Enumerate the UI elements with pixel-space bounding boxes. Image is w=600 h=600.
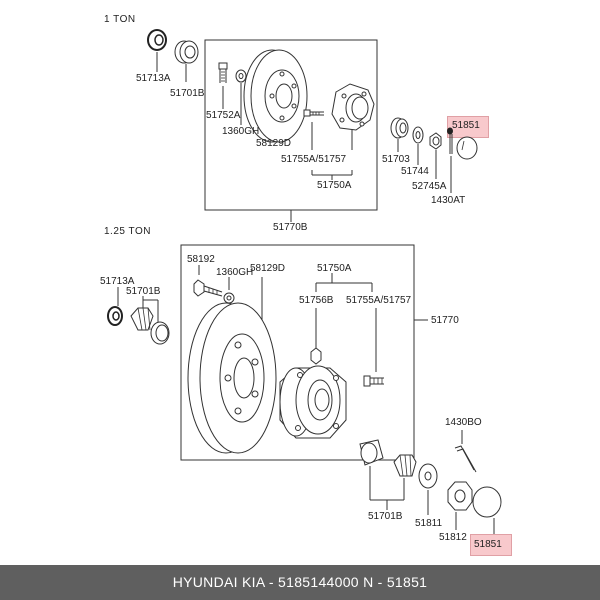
pin-1430BO-bottom: [454, 430, 477, 473]
cap-51851-bottom: [472, 486, 502, 534]
label-58129D-bottom: 58129D: [250, 263, 286, 274]
hub-51750A-bottom: [279, 365, 347, 439]
label-51750A-bottom: 51750A: [317, 263, 352, 274]
bottom-assembly-box: [180, 244, 415, 461]
label-51752A-top: 51752A: [206, 110, 241, 121]
label-1360GH-bottom: 1360GH: [216, 267, 254, 278]
label-58129D-top: 58129D: [256, 138, 292, 149]
label-51812: 51812: [439, 532, 467, 543]
label-58192: 58192: [187, 254, 215, 265]
bearing-cone-51701B-bottom: [393, 454, 417, 500]
label-1430AT-top: 1430AT: [431, 195, 466, 206]
washer-51811-bottom: [418, 463, 438, 515]
label-51703-top: 51703: [382, 154, 410, 165]
label-51701B-top: 51701B: [170, 88, 205, 99]
highlight-51851-bottom: [470, 534, 512, 556]
label-51755A-51757-bottom: 51755A/51757: [346, 295, 412, 306]
label-51701B-bottom-left: 51701B: [126, 286, 161, 297]
footer-part-number: HYUNDAI KIA - 5185144000 N - 51851: [172, 574, 428, 590]
footer-banner: HYUNDAI KIA - 5185144000 N - 51851: [0, 565, 600, 600]
section-title-bottom: 1.25 TON: [104, 226, 151, 237]
brake-disc-58129D-top: [243, 49, 308, 143]
label-51811: 51811: [415, 518, 443, 529]
pin-1430AT-top: [447, 127, 453, 193]
bolt-51752A-top: [218, 62, 228, 109]
label-51755A-51757-top: 51755A/51757: [281, 154, 347, 165]
label-52745A-top: 52745A: [412, 181, 447, 192]
brake-disc-58129D-bottom: [187, 277, 277, 454]
bearing-51703-top: [390, 117, 409, 152]
seal-51713A-bottom: [107, 287, 123, 326]
label-51744-top: 51744: [401, 166, 429, 177]
bearing-cup-51701B-bottom: [359, 439, 384, 500]
label-51756B: 51756B: [299, 295, 334, 306]
nut-51812-bottom: [447, 481, 473, 530]
bearing-51701B-bottom: [130, 296, 170, 345]
label-51701B-bottom-right: 51701B: [368, 511, 403, 522]
bearing-51701B-top: [174, 40, 199, 82]
nut-51756B-bottom: [310, 308, 322, 365]
section-title-top: 1 TON: [104, 14, 136, 25]
label-51750A-top: 51750A: [317, 180, 352, 191]
washer-51744-top: [412, 126, 424, 165]
hub-51750A-top: [331, 83, 375, 150]
label-51770: 51770: [431, 315, 459, 326]
nut-1360GH-bottom: [223, 277, 235, 304]
label-51713A-top: 51713A: [136, 73, 171, 84]
cap-51851-top: [456, 136, 478, 160]
label-1430BO: 1430BO: [445, 417, 482, 428]
label-51713A-bottom: 51713A: [100, 276, 135, 287]
seal-51713A-top: [147, 29, 167, 72]
stud-51755A-bottom: [363, 308, 384, 387]
nut-1360GH-top: [235, 69, 247, 125]
nut-52745A-top: [429, 132, 442, 179]
bolt-58192-bottom: [193, 265, 223, 297]
label-1360GH-top: 1360GH: [222, 126, 260, 137]
label-51770B: 51770B: [273, 222, 308, 233]
stud-51755A-top: [303, 109, 324, 150]
label-51851-top: 51851: [452, 120, 480, 131]
label-51851-bottom: 51851: [474, 539, 502, 550]
